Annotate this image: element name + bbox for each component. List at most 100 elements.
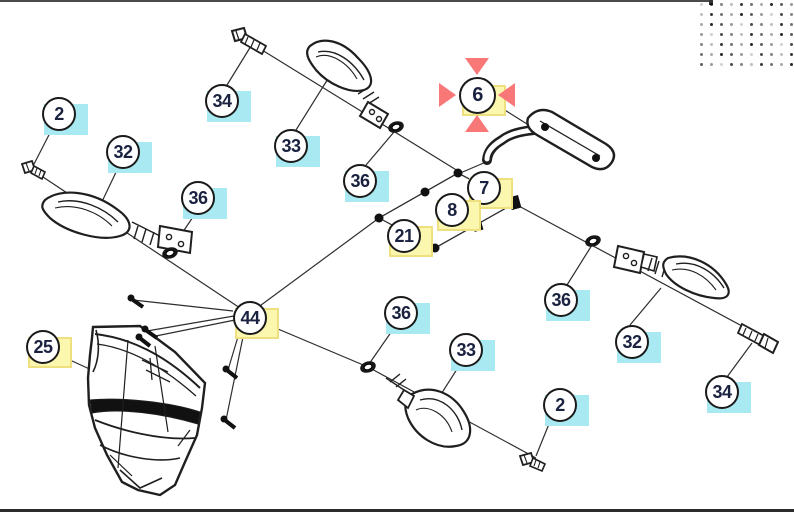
part-nut-36-mid[interactable] [359, 359, 378, 374]
decor-dot [780, 13, 783, 16]
callout-circle-34-top[interactable]: 34 [205, 84, 239, 118]
decor-dot [750, 13, 753, 16]
decor-dot [720, 33, 723, 36]
part-headlight-mask-25[interactable] [86, 324, 207, 497]
decor-dot [720, 53, 723, 56]
decor-dot [790, 33, 793, 36]
part-bolt-2-left[interactable] [20, 159, 47, 181]
decor-dot [780, 23, 783, 26]
decor-dot [730, 53, 733, 56]
decor-dot [770, 53, 773, 56]
decor-dot [790, 3, 793, 6]
decor-dot [740, 53, 743, 56]
callout-circle-34-right[interactable]: 34 [705, 375, 739, 409]
callout-circle-6[interactable]: 6 [459, 77, 496, 114]
decor-dot [730, 3, 733, 6]
decor-dot [760, 13, 763, 16]
decor-dot [750, 63, 753, 66]
part-turn-signal-32-left[interactable] [41, 191, 194, 255]
decor-dot [700, 3, 703, 6]
callout-circle-36-left[interactable]: 36 [181, 181, 215, 215]
decor-dot [700, 23, 703, 26]
selection-arrow-left [439, 83, 456, 107]
decor-dot [700, 53, 703, 56]
decor-dot [790, 53, 793, 56]
decor-dot [720, 13, 723, 16]
decor-dot [760, 53, 763, 56]
decor-dot [710, 13, 713, 16]
decor-dot [790, 13, 793, 16]
decor-dot [710, 43, 713, 46]
part-turn-signal-32-right[interactable] [612, 244, 730, 300]
decor-dot [730, 13, 733, 16]
callout-circle-36-mid[interactable]: 36 [384, 296, 418, 330]
decor-dot [740, 63, 743, 66]
decor-dot [760, 33, 763, 36]
callout-circle-25[interactable]: 25 [26, 330, 60, 364]
part-screws-44[interactable] [127, 294, 239, 430]
callout-circle-7[interactable]: 7 [467, 171, 501, 205]
decor-dot [700, 13, 703, 16]
decor-dot [760, 23, 763, 26]
decor-dot [720, 3, 723, 6]
top-rule [0, 0, 713, 2]
callout-circle-2-top-left[interactable]: 2 [42, 97, 76, 131]
callout-circle-33-top[interactable]: 33 [274, 129, 308, 163]
decor-dot [760, 3, 763, 6]
decor-dot [770, 43, 773, 46]
decor-dot [750, 53, 753, 56]
decor-dot [740, 13, 743, 16]
part-nut-36-top[interactable] [387, 119, 406, 134]
selection-arrow-right [498, 83, 515, 107]
decor-dot [780, 43, 783, 46]
decor-dot [720, 43, 723, 46]
decor-dot [720, 63, 723, 66]
decor-dot [740, 43, 743, 46]
part-signal-bracket-6[interactable] [482, 108, 616, 171]
decor-dot [780, 63, 783, 66]
callout-circle-36-right[interactable]: 36 [544, 283, 578, 317]
part-turn-signal-33-bottom[interactable] [385, 373, 472, 448]
callout-circle-32-left[interactable]: 32 [106, 135, 140, 169]
decor-dot [710, 3, 713, 6]
callout-circle-21[interactable]: 21 [387, 219, 421, 253]
callout-circle-8[interactable]: 8 [435, 193, 469, 227]
part-bolt-34-right[interactable] [736, 322, 780, 355]
decor-dot [780, 33, 783, 36]
decor-dot [700, 33, 703, 36]
callout-circle-33-bottom[interactable]: 33 [449, 333, 483, 367]
decor-dot [740, 3, 743, 6]
decor-dot [720, 23, 723, 26]
decor-dot [750, 3, 753, 6]
part-nut-36-left[interactable] [161, 245, 180, 260]
part-nut-36-right[interactable] [584, 233, 603, 248]
decor-dot [770, 63, 773, 66]
decor-dot [740, 23, 743, 26]
decor-dot [710, 33, 713, 36]
decor-dot [790, 63, 793, 66]
callout-circle-32-right[interactable]: 32 [615, 325, 649, 359]
callout-circle-36-top[interactable]: 36 [343, 164, 377, 198]
callout-circle-44[interactable]: 44 [233, 301, 267, 335]
part-bolt-2-bottom[interactable] [518, 451, 547, 473]
decor-dot [730, 23, 733, 26]
selection-arrow-bottom [465, 115, 489, 132]
decor-dot [770, 33, 773, 36]
decor-dot [770, 13, 773, 16]
decor-dot [750, 33, 753, 36]
part-bolt-34-top[interactable] [230, 26, 268, 56]
decor-dot [730, 33, 733, 36]
decor-dot [710, 63, 713, 66]
decor-dot [740, 33, 743, 36]
decor-dot [730, 43, 733, 46]
bottom-rule [0, 509, 794, 512]
decor-dot [700, 43, 703, 46]
decor-dot [750, 23, 753, 26]
decor-dot [790, 43, 793, 46]
part-turn-signal-33-top[interactable] [306, 39, 390, 130]
callout-circle-2-bottom[interactable]: 2 [543, 388, 577, 422]
decor-dot [780, 3, 783, 6]
decor-dot [730, 63, 733, 66]
